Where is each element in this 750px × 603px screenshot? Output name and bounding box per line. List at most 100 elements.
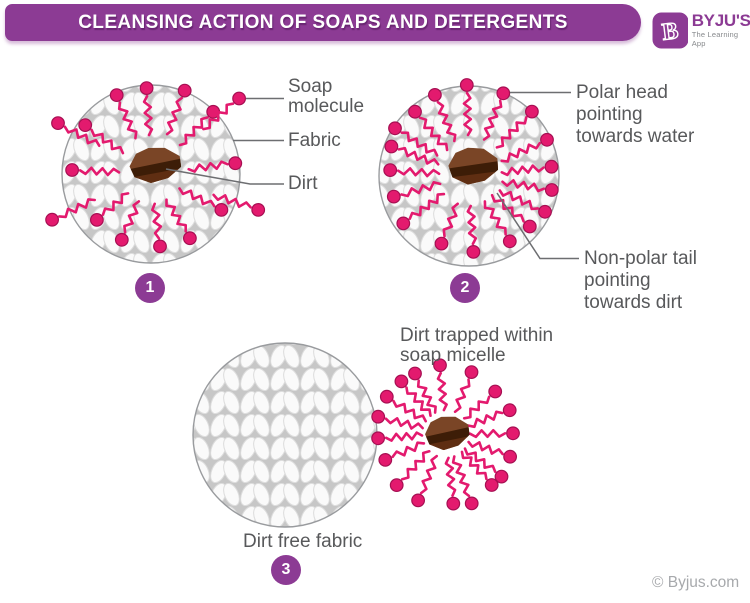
non-polar-tail xyxy=(212,193,252,209)
non-polar-tail xyxy=(384,431,424,442)
soap-molecule xyxy=(89,192,130,227)
polar-head xyxy=(502,234,517,249)
non-polar-tail xyxy=(501,179,546,193)
soap-molecule xyxy=(65,163,121,177)
non-polar-tail xyxy=(187,160,229,173)
soap-molecule xyxy=(495,104,539,149)
soap-molecule xyxy=(212,193,266,217)
polar-head xyxy=(78,118,93,132)
byjus-logo: B BYJU'S The Learning App xyxy=(652,12,750,49)
fabric-circle-3 xyxy=(192,342,378,528)
polar-head xyxy=(394,374,409,389)
soap-molecule xyxy=(467,440,518,464)
non-polar-tail xyxy=(467,410,504,429)
non-polar-tail xyxy=(384,417,424,430)
soap-molecule xyxy=(428,87,457,143)
non-polar-tail xyxy=(500,141,541,163)
non-polar-tail xyxy=(400,450,431,481)
soap-molecule xyxy=(396,192,446,231)
polar-head xyxy=(177,83,192,98)
soap-molecule xyxy=(483,200,517,249)
non-polar-tail xyxy=(500,164,545,177)
soap-molecule xyxy=(379,389,427,423)
non-polar-tail-label: Non-polar tail pointing towards dirt xyxy=(584,248,697,313)
leader-line-non-polar-tail xyxy=(496,192,579,260)
non-polar-tail xyxy=(460,450,488,481)
non-polar-tail xyxy=(436,101,457,143)
soap-molecule xyxy=(384,139,440,166)
soap-molecule xyxy=(109,88,138,140)
soap-molecule xyxy=(500,159,559,177)
soap-micelle xyxy=(371,358,520,511)
polar-head xyxy=(383,163,398,178)
logo-tagline: The Learning App xyxy=(691,30,739,48)
polar-head xyxy=(379,389,394,404)
polar-head xyxy=(525,104,539,119)
soap-molecule xyxy=(165,198,197,246)
polar-head xyxy=(139,81,154,95)
polar-head xyxy=(433,358,447,373)
non-polar-tail xyxy=(58,198,96,219)
polar-head xyxy=(371,409,386,424)
polar-head xyxy=(446,496,461,511)
soap-molecule xyxy=(151,202,167,254)
copyright-text: © Byjus.com xyxy=(652,574,740,591)
soap-molecule xyxy=(114,200,141,247)
non-polar-tail xyxy=(468,429,507,439)
byjus-logo-icon: B xyxy=(652,12,688,49)
non-polar-tail xyxy=(462,395,491,420)
non-polar-tail xyxy=(101,192,130,216)
polar-head xyxy=(496,86,511,101)
soap-molecule xyxy=(386,181,442,204)
dirt-blob-1 xyxy=(128,146,182,184)
soap-molecule xyxy=(411,454,438,508)
soap-molecule xyxy=(462,384,503,420)
polar-head xyxy=(65,163,79,177)
soap-molecule xyxy=(451,455,479,511)
soap-molecules-step-2 xyxy=(383,78,559,259)
polar-head xyxy=(538,204,552,219)
non-polar-tail xyxy=(202,102,235,131)
soap-molecule xyxy=(433,358,448,412)
non-polar-tail xyxy=(165,96,183,136)
polar-head xyxy=(488,384,503,399)
polar-head xyxy=(506,426,520,441)
non-polar-tail xyxy=(436,371,448,412)
non-polar-tail xyxy=(483,200,507,236)
step-3-badge: 3 xyxy=(271,555,301,585)
leader-line-dirt xyxy=(165,168,284,185)
step-1-badge: 1 xyxy=(135,273,165,303)
soap-molecule xyxy=(466,204,481,259)
polar-head xyxy=(540,132,554,147)
non-polar-tail xyxy=(397,146,440,166)
polar-head xyxy=(388,121,402,136)
polar-head xyxy=(389,478,404,493)
non-polar-tail xyxy=(391,441,426,459)
polar-head xyxy=(51,116,65,130)
non-polar-tail xyxy=(467,440,504,456)
non-polar-tail xyxy=(495,116,528,149)
dirt-trapped-label: Dirt trapped within soap micelle xyxy=(400,325,554,366)
non-polar-tail xyxy=(400,131,439,157)
soap-molecule xyxy=(165,83,192,136)
polar-head xyxy=(464,365,479,380)
polar-head xyxy=(503,449,518,464)
polar-head xyxy=(544,159,559,174)
polar-head xyxy=(45,212,59,227)
polar-head xyxy=(434,236,449,251)
soap-molecule xyxy=(51,116,101,147)
soap-molecule xyxy=(467,403,517,429)
non-polar-tail xyxy=(482,99,503,141)
soap-molecule xyxy=(444,456,461,511)
soap-molecule xyxy=(463,447,509,484)
soap-molecule xyxy=(394,374,432,417)
non-polar-tail xyxy=(178,116,209,147)
step-2-badge: 2 xyxy=(450,273,480,303)
logo-letter: B xyxy=(661,18,680,46)
polar-head xyxy=(182,231,197,246)
soap-molecule xyxy=(408,366,437,414)
polar-head xyxy=(544,183,559,197)
non-polar-tail xyxy=(63,125,101,147)
polar-head xyxy=(384,139,399,154)
